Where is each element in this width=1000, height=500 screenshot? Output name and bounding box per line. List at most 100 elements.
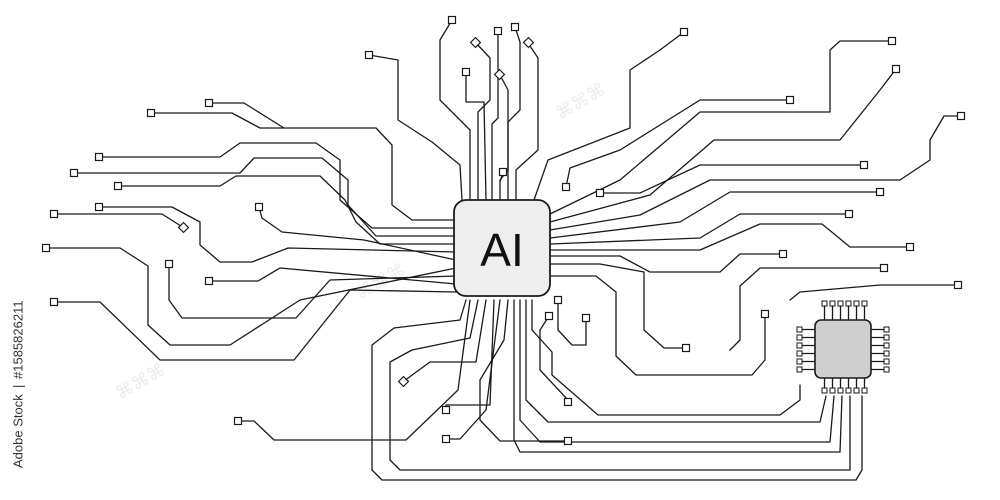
trace-line [539,315,569,401]
diamond-vias [177,36,535,388]
microchip-pin [829,300,836,307]
square-pad-icon [681,343,691,353]
square-pad-icon [146,108,156,118]
ai-chip-label: AI [480,224,523,276]
trace-line [515,42,539,201]
square-pad-icon [544,311,554,321]
trace-line [53,213,185,229]
trace-line [168,263,457,319]
square-pad-icon [563,397,573,407]
trace-line [499,74,509,201]
square-pad-icon [956,111,966,121]
stock-id: #1585826211 [10,300,26,379]
trace-line [549,191,881,239]
trace-line [53,289,457,361]
diamond-via-icon [177,221,190,234]
square-pad-icon [891,64,901,74]
square-pad-icon [94,152,104,162]
microchip-pin [883,342,890,349]
microchip-body [814,319,872,379]
square-pad-icon [953,280,963,290]
square-pad-icon [447,15,457,25]
trace-line [208,102,285,129]
square-pad-icon [844,209,854,219]
square-pad-icon [581,313,591,323]
trace-line [549,213,850,245]
square-pad-icon [204,276,214,286]
svg-text:⌘⌘⌘: ⌘⌘⌘ [352,259,409,303]
trace-line [45,247,457,346]
trace-line [565,99,791,188]
trace-line [465,71,487,201]
diamond-via-icon [469,36,482,49]
square-pad-icon [510,22,520,32]
connector-pads [41,15,966,446]
microchip-pin [883,334,890,341]
square-pad-icon [679,27,689,37]
square-pad-icon [364,50,374,60]
trace-line [789,284,959,301]
trace-line [403,299,487,382]
stock-id-vertical-text: Adobe Stock | #1585826211 [6,258,30,468]
trace-line [557,299,587,346]
trace-line [150,112,457,221]
square-pad-icon [94,202,104,212]
square-pad-icon [493,26,503,36]
trace-line [445,299,495,411]
trace-line [368,54,463,201]
trace-line [73,157,457,237]
trace-line [208,267,457,285]
microchip-pin [883,358,890,365]
trace-line [533,31,685,201]
microchip-pin [845,300,852,307]
svg-text:⌘⌘⌘: ⌘⌘⌘ [112,359,169,403]
square-pad-icon [879,263,889,273]
trace-line [445,299,501,440]
square-pad-icon [778,249,788,259]
trace-line [475,42,491,201]
trace-line [117,175,457,245]
trace-line [549,115,962,231]
stock-brand: Adobe Stock [10,394,26,468]
trace-line [549,68,897,223]
square-pad-icon [905,242,915,252]
trace-line [549,223,911,251]
trace-line [389,395,851,471]
square-pad-icon [441,405,451,415]
trace-line [531,275,766,376]
diamond-via-icon [522,36,535,49]
svg-text:⌘⌘⌘: ⌘⌘⌘ [552,79,609,123]
trace-line [549,40,893,215]
trace-line [479,299,569,442]
ai-chip-body [453,199,551,297]
square-pad-icon [233,416,243,426]
trace-line [531,263,687,349]
square-pad-icon [760,309,770,319]
microchip-pin [883,366,890,373]
microchip-pin [829,387,836,394]
square-pad-icon [887,36,897,46]
trace-line [549,253,784,273]
trace-line [507,26,521,201]
circuit-traces [45,19,962,481]
microchip-pin [861,300,868,307]
microchip-pins [796,300,890,394]
trace-line [491,30,499,201]
square-pad-icon [441,434,451,444]
microchip-pin [821,300,828,307]
trace-line [525,299,827,423]
trace-line [98,206,457,263]
trace-line [729,267,885,351]
microchip-pin [837,300,844,307]
square-pad-icon [254,202,264,212]
trace-line [439,19,471,201]
square-pad-icon [553,295,563,305]
microchip-icon [796,300,890,394]
microchip-pin [845,387,852,394]
square-pad-icon [875,187,885,197]
microchip-pin [883,326,890,333]
microchip-pin [796,334,803,341]
square-pad-icon [563,436,573,446]
trace-line [237,299,471,441]
